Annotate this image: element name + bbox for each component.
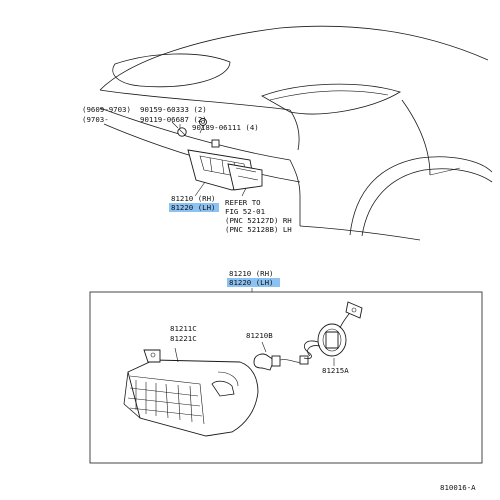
label-socket-81215a: 81215A [322,366,349,375]
label-fig-ref: FIG 52-01 [225,207,265,216]
nut-icon [199,118,207,126]
label-refer-to: REFER TO [225,198,261,207]
label-year-range-1: (9609-9703) [82,105,131,114]
label-year-range-2: (9703- [82,115,109,124]
detail-frame [89,291,483,464]
label-part-90119: 90119-06687 (2) [140,115,207,124]
label-lens-81221c: 81221C [170,334,197,343]
detail-callouts: 81210 (RH) 81220 (LH) [227,269,280,292]
label-part-90189: 90189-06111 (4) [192,123,259,132]
label-pnc-lh: (PNC 52128B) LH [225,225,292,234]
bolt-icon [171,121,187,137]
bulb-icon [253,353,309,371]
label-assy-lh: 81220 (LH) [229,278,274,287]
label-part-90159: 90159-60333 (2) [140,105,207,114]
top-callouts: (9609-9703) (9703- 90159-60333 (2) 90119… [82,105,292,234]
label-lens-81211c: 81211C [170,324,197,333]
fog-lamp-lens-unit [123,349,259,437]
label-bulb-81210b: 81210B [246,331,273,340]
label-lamp-lh: 81220 (LH) [171,203,216,212]
label-lamp-rh: 81210 (RH) [171,194,216,203]
socket-wire-icon [303,301,363,359]
car-body-outline [99,25,493,241]
label-assy-rh: 81210 (RH) [229,269,274,278]
diagram-id: 810016-A [440,483,476,492]
fog-lamp-installed [187,139,263,191]
highlight-lamp-lh [169,203,219,212]
label-pnc-rh: (PNC 52127D) RH [225,216,292,225]
highlight-assy-lh [227,278,280,287]
